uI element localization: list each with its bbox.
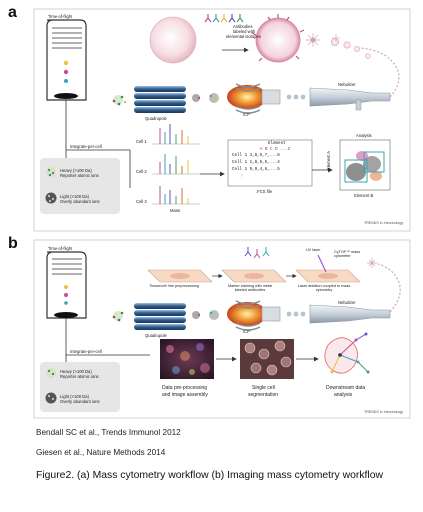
element-a-axis-label: Element A xyxy=(326,150,331,170)
nebulizer-label-b: Nebulizer xyxy=(338,300,356,305)
ion-stream-icon xyxy=(192,93,219,103)
heavy-label-b-1: Heavy (>100 Da) xyxy=(60,369,92,374)
figure-caption: Figure2. (a) Mass cytometry workflow (b)… xyxy=(36,470,384,481)
tof-label-b: Time-of-flight xyxy=(48,246,73,251)
ion-stream-icon-b xyxy=(192,310,219,320)
nebulizer-icon-b xyxy=(309,304,391,324)
analysis-label: Analysis xyxy=(356,133,372,138)
ion-cluster-icon xyxy=(112,95,127,106)
heavy-ions-icon xyxy=(46,167,56,177)
icp-label-a: ICP xyxy=(243,112,250,117)
fcs-columns: A B C D ...Z xyxy=(260,148,291,152)
integrate-label-b: Integrate-per-cell xyxy=(70,349,102,354)
droplet-stream-icon-b xyxy=(286,311,306,317)
tissue-slide-3 xyxy=(295,254,361,283)
mass-spectra xyxy=(152,124,200,205)
analysis-scatter-plot xyxy=(339,139,391,191)
light-ions-icon-b xyxy=(45,392,57,404)
fcs-row-2: Cell 1 1,8,6,5,...4 xyxy=(232,161,280,165)
quadrupole-label-a: Quadrupole xyxy=(145,116,167,121)
quadrupole-label-b: Quadrupole xyxy=(145,333,167,338)
spectrum-cell-1 xyxy=(159,124,189,144)
light-label-a-1: Light (<100 Da) xyxy=(60,194,89,199)
light-label-b-1: Light (<100 Da) xyxy=(60,394,89,399)
ion-legend-box-b xyxy=(40,362,120,412)
burst-icon-b xyxy=(367,258,377,268)
cell-flow-path xyxy=(359,47,400,98)
antibodies-label-1: Antibodies xyxy=(233,24,253,29)
heavy-label-a-2: Reporter atomic ions xyxy=(60,173,99,178)
icp-torch-icon-b xyxy=(227,300,281,331)
cell-label-2: Cell 2 xyxy=(136,169,147,174)
quadrupole-icon-b xyxy=(134,303,186,330)
fcs-row-more: ⋮ xyxy=(240,175,245,179)
tof-tube xyxy=(46,19,87,101)
downstream-graph-icon xyxy=(324,332,370,374)
fcs-row-1: Cell 1 3,8,9,7,...8 xyxy=(232,154,280,158)
light-ions-icon xyxy=(45,192,57,204)
small-cells-icon xyxy=(331,38,371,59)
step-2-label: Marker staining with metal labeled antib… xyxy=(227,284,273,293)
droplet-stream-icon xyxy=(286,94,306,100)
tof-label-a: Time-of-flight xyxy=(48,14,73,19)
light-label-a-2: Overly abundant ions xyxy=(60,199,100,204)
stage-1-line-1: Data pre-processing xyxy=(162,385,208,391)
citation-2: Giesen et al., Nature Methods 2014 xyxy=(36,448,166,457)
heavy-label-b-2: Reporter atomic ions xyxy=(60,374,99,379)
panel-b-letter: b xyxy=(8,235,18,252)
fcs-file-label: .FCS file xyxy=(256,189,273,194)
tissue-slide-1 xyxy=(147,269,213,283)
icp-torch-icon xyxy=(227,83,281,114)
heavy-label-a-1: Heavy (>100 Da) xyxy=(60,168,92,173)
stage-3-line-1: Downstream data xyxy=(326,385,366,391)
spectrum-cell-3 xyxy=(159,186,189,204)
trends-label-a: TRENDS in Immunology xyxy=(364,221,404,225)
element-b-axis-label: Element B xyxy=(354,193,374,198)
step-1-label: Tissue/cell line preprocessing xyxy=(149,284,199,288)
panel-b xyxy=(33,239,411,419)
tissue-slide-2 xyxy=(221,247,287,283)
antibodies-label-3: elemental isotopes xyxy=(226,34,261,39)
tissue-image-segmented xyxy=(240,339,294,379)
stage-2-line-1: Single cell xyxy=(252,385,275,391)
stage-3-line-2: analysis xyxy=(334,392,353,398)
panel-a-letter: a xyxy=(8,4,17,21)
burst-icon xyxy=(306,33,340,47)
uv-laser-label: UV laser xyxy=(306,248,321,252)
panel-a xyxy=(33,8,411,232)
cytof-label: CyTOF™ mass cytometer xyxy=(334,250,361,259)
mass-label: Mass xyxy=(170,208,181,213)
stage-1-line-2: and image assembly xyxy=(162,392,208,398)
nebulizer-label-a: Nebulizer xyxy=(338,82,356,87)
spectrum-cell-2 xyxy=(159,154,189,174)
nebulizer-icon xyxy=(309,87,391,111)
icp-label-b: ICP xyxy=(243,329,250,334)
integrate-label-a: Integrate-per-cell xyxy=(70,144,102,149)
ion-legend-box xyxy=(40,158,120,214)
citation-1: Bendall SC et al., Trends Immunol 2012 xyxy=(36,428,181,437)
unlabeled-cell-icon xyxy=(149,16,197,64)
stage-2-line-2: segmentation xyxy=(248,392,279,398)
step-3-label: Laser ablation coupled to mass cytometry xyxy=(297,284,351,293)
cell-label-1: Cell 1 xyxy=(136,139,147,144)
tof-tube-b xyxy=(46,251,87,319)
ion-cluster-icon-b xyxy=(112,311,124,322)
quadrupole-icon xyxy=(134,86,186,113)
light-label-b-2: Overly abundant ions xyxy=(60,399,100,404)
fcs-header: Element xyxy=(268,142,286,146)
fcs-file-box xyxy=(227,139,313,187)
antibodies-label-2: labeled with xyxy=(233,29,256,34)
fcs-row-3: Cell 1 9,9,4,6,...5 xyxy=(232,168,280,172)
trends-label-b: TRENDS in Immunology xyxy=(364,410,404,414)
labeled-cell-icon xyxy=(251,14,305,63)
antibodies-icon xyxy=(204,14,244,23)
cell-label-3: Cell 3 xyxy=(136,199,147,204)
tissue-image-raw xyxy=(160,339,214,379)
heavy-ions-icon-b xyxy=(46,368,56,378)
